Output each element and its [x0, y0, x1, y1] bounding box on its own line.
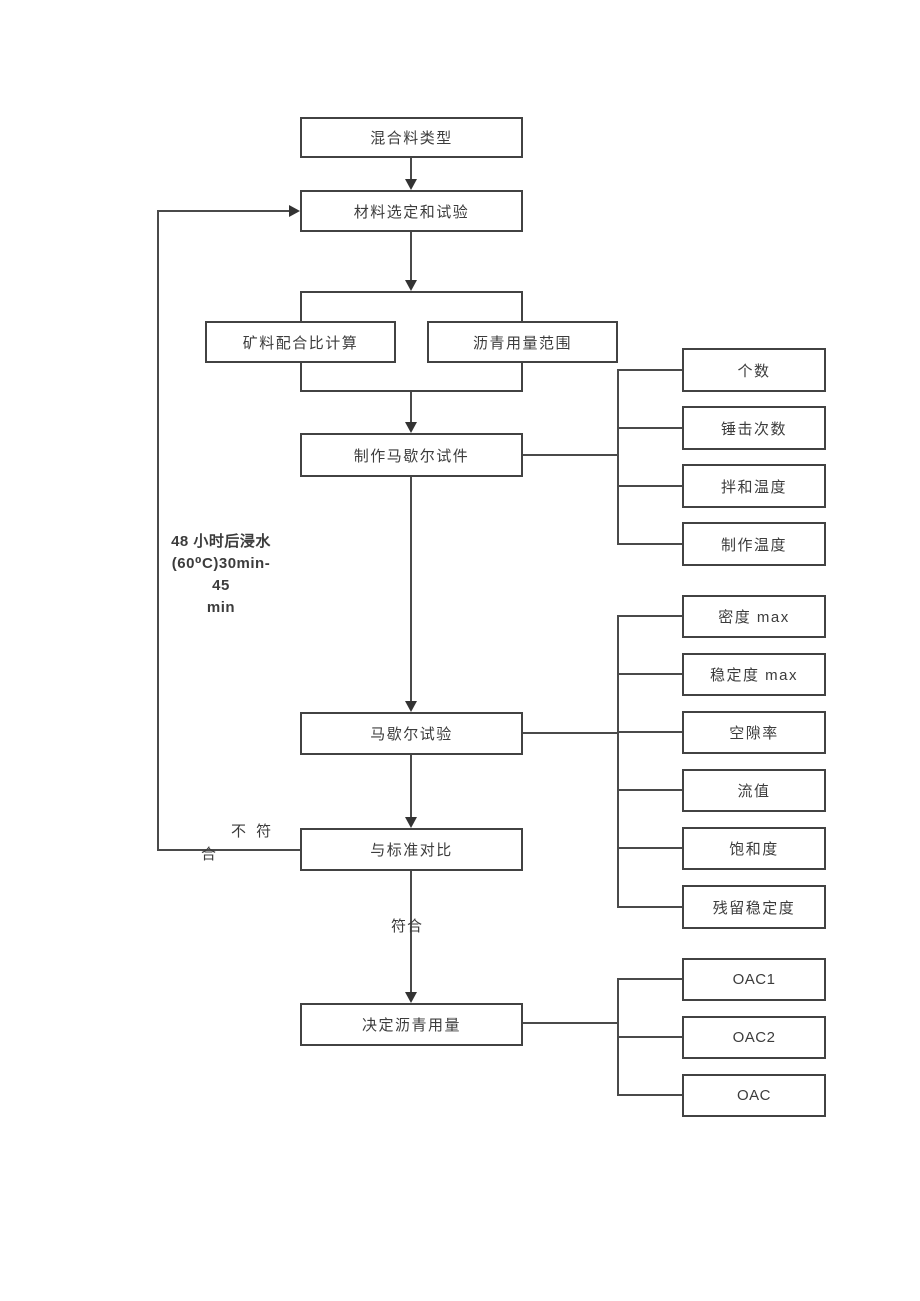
node-decide-content: 决定沥青用量	[300, 1003, 523, 1046]
node-asphalt-range: 沥青用量范围	[427, 321, 618, 363]
node-void-ratio-label: 空隙率	[729, 725, 779, 742]
soak-note-line3: min	[206, 599, 236, 616]
arrowhead-into-decide	[405, 992, 417, 1003]
node-mixing-temp-label: 拌和温度	[720, 478, 787, 496]
groupA-stub-mixingtemp	[617, 485, 682, 487]
connector-mixtype-material	[410, 158, 412, 181]
groupA-stub-hammer	[617, 427, 682, 429]
soak-note-line1: 48 小时后浸水	[171, 533, 271, 550]
node-asphalt-range-label: 沥青用量范围	[472, 334, 572, 352]
feedback-line-vertical	[157, 210, 159, 851]
groupB-main-line	[523, 732, 617, 734]
node-oac1-label: OAC1	[732, 971, 776, 988]
feedback-line-bottom	[157, 849, 300, 851]
node-saturation: 饱和度	[682, 827, 826, 870]
node-density-max: 密度 max	[682, 595, 826, 638]
groupA-stub-count	[617, 369, 682, 371]
node-count: 个数	[682, 348, 826, 392]
arrowhead-into-group	[405, 280, 417, 291]
conform-label: 符合	[391, 918, 424, 935]
soak-note: 48 小时后浸水 (60⁰C)30min-45 min	[163, 531, 279, 619]
node-decide-content-label: 决定沥青用量	[361, 1017, 461, 1034]
arrowhead-into-marshall	[405, 701, 417, 712]
groupB-stub-saturation	[617, 847, 682, 849]
connector-group-specimen	[410, 392, 412, 423]
groupB-stub-residual	[617, 906, 682, 908]
groupC-stub-oac	[617, 1094, 682, 1096]
arrowhead-into-material	[405, 179, 417, 190]
connector-marshall-compare	[410, 755, 412, 818]
node-mix-type: 混合料类型	[300, 117, 523, 158]
node-aggregate-calc: 矿料配合比计算	[205, 321, 396, 363]
not-conform-label-line1: 不 符	[231, 823, 275, 840]
node-mixing-temp: 拌和温度	[682, 464, 826, 508]
node-count-label: 个数	[737, 362, 771, 380]
groupB-stub-stability	[617, 673, 682, 675]
node-oac1: OAC1	[682, 958, 826, 1001]
groupC-stub-oac1	[617, 978, 682, 980]
node-compare-standard-label: 与标准对比	[370, 842, 453, 859]
groupB-vertical-line	[617, 615, 619, 908]
node-flow-value: 流值	[682, 769, 826, 812]
groupA-main-line	[523, 454, 617, 456]
node-residual-stability: 残留稳定度	[682, 885, 826, 929]
node-compare-standard: 与标准对比	[300, 828, 523, 871]
node-hammer-times: 锤击次数	[682, 406, 826, 450]
node-making-temp-label: 制作温度	[720, 536, 787, 554]
node-stability-max: 稳定度 max	[682, 653, 826, 696]
groupB-stub-flowvalue	[617, 789, 682, 791]
node-material-select-label: 材料选定和试验	[353, 203, 470, 221]
node-mix-type-label: 混合料类型	[370, 130, 453, 147]
node-density-max-label: 密度 max	[718, 609, 790, 626]
node-aggregate-calc-label: 矿料配合比计算	[242, 334, 359, 352]
node-making-temp: 制作温度	[682, 522, 826, 566]
node-flow-value-label: 流值	[737, 783, 771, 800]
connector-material-group	[410, 232, 412, 281]
node-oac: OAC	[682, 1074, 826, 1117]
node-saturation-label: 饱和度	[729, 841, 779, 858]
node-oac-label: OAC	[736, 1087, 771, 1104]
soak-note-line2: (60⁰C)30min-45	[171, 555, 271, 594]
node-marshall-test-label: 马歇尔试验	[370, 726, 453, 743]
arrowhead-into-compare	[405, 817, 417, 828]
node-hammer-times-label: 锤击次数	[720, 420, 787, 438]
groupC-stub-oac2	[617, 1036, 682, 1038]
node-make-specimen: 制作马歇尔试件	[300, 433, 523, 477]
connector-specimen-marshall	[410, 477, 412, 702]
node-residual-stability-label: 残留稳定度	[712, 899, 796, 917]
node-stability-max-label: 稳定度 max	[709, 667, 798, 684]
arrowhead-into-specimen	[405, 422, 417, 433]
feedback-line-top	[157, 210, 289, 212]
connector-compare-decide	[410, 871, 412, 993]
node-material-select: 材料选定和试验	[300, 190, 523, 232]
not-conform-label-line2: 合	[201, 846, 218, 863]
node-void-ratio: 空隙率	[682, 711, 826, 754]
node-make-specimen-label: 制作马歇尔试件	[353, 447, 470, 465]
groupA-stub-makingtemp	[617, 543, 682, 545]
node-marshall-test: 马歇尔试验	[300, 712, 523, 755]
groupC-main-line	[523, 1022, 617, 1024]
groupA-vertical-line	[617, 369, 619, 545]
groupB-stub-density	[617, 615, 682, 617]
groupB-stub-voidratio	[617, 731, 682, 733]
node-oac2-label: OAC2	[732, 1029, 776, 1046]
node-oac2: OAC2	[682, 1016, 826, 1059]
arrowhead-feedback-into-material	[289, 205, 300, 217]
